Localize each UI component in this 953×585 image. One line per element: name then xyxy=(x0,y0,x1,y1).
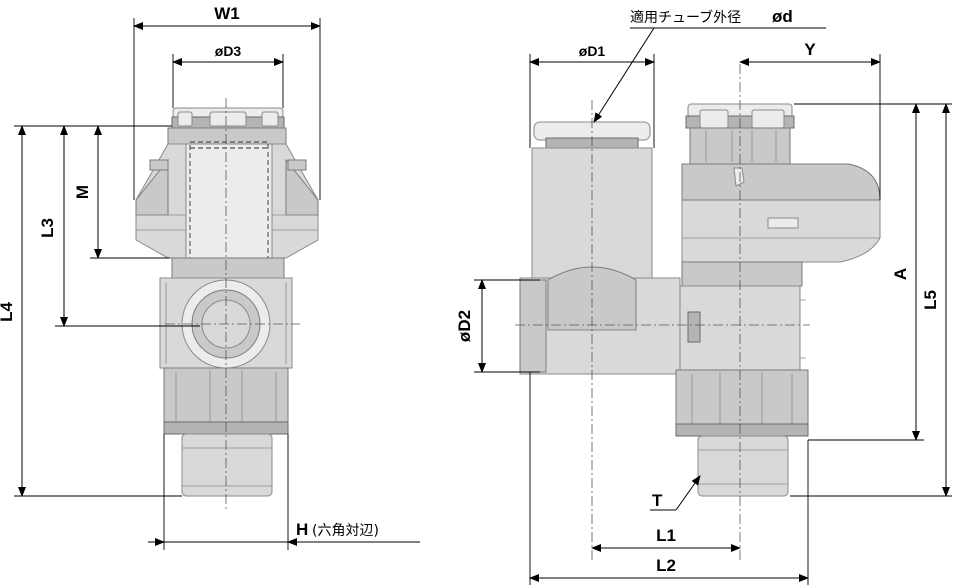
port-body-side xyxy=(679,285,806,371)
dim-t: T xyxy=(652,491,663,510)
threaded-stud-side xyxy=(697,435,789,497)
upper-housing-side xyxy=(681,163,881,263)
dim-y: Y xyxy=(804,40,816,59)
upper-housing-front xyxy=(135,141,319,261)
side-view-dimensions: 適用チューブ外径 ød øD1 Y øD2 A L5 T L1 xyxy=(455,7,952,585)
neck-front xyxy=(171,257,285,279)
dim-d3: øD3 xyxy=(215,43,242,59)
dim-l5: L5 xyxy=(921,290,940,310)
lower-body-side xyxy=(519,266,681,375)
tube-symbol: ød xyxy=(772,7,793,26)
dim-m: M xyxy=(73,185,92,199)
front-view-dimensions: W1 øD3 M L3 L4 H (六角対辺) xyxy=(0,4,420,550)
dim-l2: L2 xyxy=(656,556,676,575)
threaded-stud-front xyxy=(181,433,273,497)
dim-d1: øD1 xyxy=(579,43,606,59)
dim-h-note: (六角対辺) xyxy=(312,523,379,539)
neck-side xyxy=(681,261,803,287)
side-view xyxy=(515,64,881,560)
tube-note: 適用チューブ外径 xyxy=(630,9,741,26)
dim-a: A xyxy=(891,268,910,280)
dim-w1: W1 xyxy=(214,4,240,23)
front-view xyxy=(135,98,319,510)
dim-d2: øD2 xyxy=(455,310,474,342)
release-button-front xyxy=(167,107,287,145)
dim-l4: L4 xyxy=(0,302,16,322)
hex-nut-side xyxy=(675,369,809,437)
dim-l3: L3 xyxy=(38,218,57,238)
dim-h: H xyxy=(296,520,308,539)
dim-l1: L1 xyxy=(656,526,676,545)
